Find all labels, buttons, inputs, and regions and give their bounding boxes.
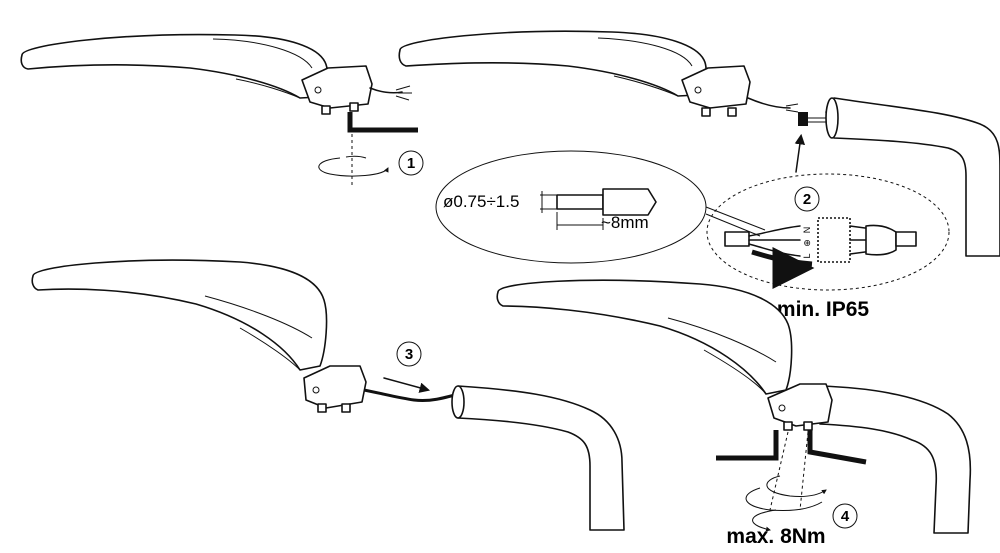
wire-ends [395, 85, 412, 101]
luminaire-head-icon [20, 33, 373, 115]
luminaire-step3: 3 [31, 259, 625, 531]
luminaire-step2 [398, 30, 1000, 257]
rotation-icon [745, 475, 827, 532]
strip-length-label: ~8mm [601, 213, 649, 232]
step-2-number: 2 [803, 191, 811, 208]
pole-arm-icon [819, 385, 972, 534]
cable [747, 97, 791, 109]
terminal-l: L [802, 253, 812, 258]
step-1-number: 1 [407, 155, 415, 172]
step-badge-3 [396, 341, 422, 367]
step-badge-4 [832, 503, 858, 529]
luminaire-step1: 1 [20, 33, 424, 188]
step-3-number: 3 [405, 346, 413, 363]
wire-strip-detail: ø0.75÷1.5 ~8mm [435, 150, 766, 264]
luminaire-head-icon [31, 259, 367, 413]
step-badge-2 [794, 186, 820, 212]
wire-diameter-label: ø0.75÷1.5 [443, 192, 519, 211]
ip-rating-label: min. IP65 [777, 298, 870, 321]
pole-arm-icon [825, 97, 1000, 257]
rotation-icon [318, 155, 389, 177]
terminal-n: N [802, 227, 812, 234]
arrow-icon [794, 133, 806, 173]
bracket-icon [347, 112, 418, 133]
step-badge-1 [398, 150, 424, 176]
bracket-icon [716, 430, 867, 465]
arrow-icon [383, 377, 431, 393]
connector-detail: 2 N ⊕ L [706, 173, 950, 291]
luminaire-head-icon [398, 30, 751, 117]
terminal-earth: ⊕ [802, 239, 812, 247]
torque-label: max. 8Nm [726, 525, 825, 548]
luminaire-head-icon [496, 279, 793, 395]
luminaire-step4: 4 [496, 279, 972, 534]
cable [369, 87, 403, 94]
cable [363, 388, 459, 402]
pole-arm-icon [451, 385, 625, 531]
step-4-number: 4 [841, 508, 850, 525]
connector-icon [798, 112, 808, 126]
